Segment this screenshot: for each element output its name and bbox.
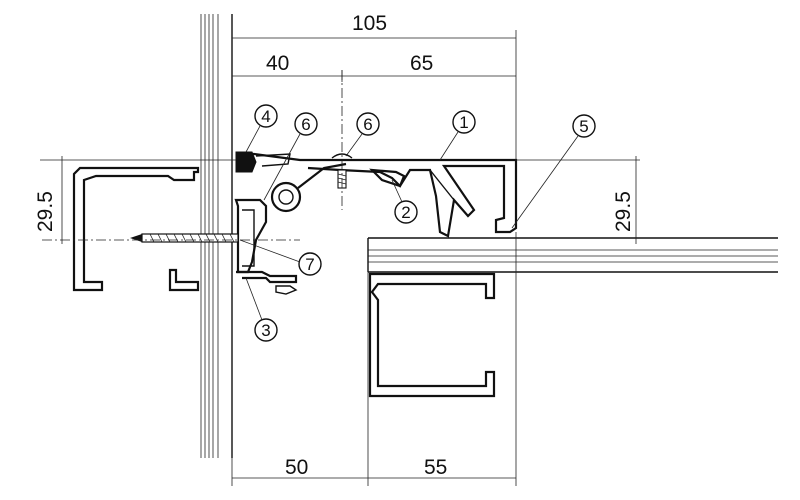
callout-1: 1 [439,110,476,161]
dim-top-right: 65 [410,52,433,75]
callout-1-label: 1 [459,113,468,132]
callout-5: 5 [511,114,596,229]
center-lines [42,70,343,241]
callout-6a-label: 6 [301,115,310,134]
callout-2-label: 2 [401,203,410,222]
callout-3: 3 [245,277,278,342]
dim-right-vertical: 29.5 [612,191,635,232]
dim-bottom-left: 50 [285,456,308,479]
callout-7-label: 7 [305,255,314,274]
callout-7: 7 [239,239,322,276]
dim-top-left: 40 [266,52,289,75]
part-2-clip [369,168,406,188]
dim-top-total: 105 [352,12,387,35]
callout-4: 4 [245,104,278,153]
callout-6a: 6 [263,112,318,201]
left-c-channel [72,166,200,292]
top-cap-profile [236,152,518,238]
hinge-knuckle [270,162,347,213]
callout-4-label: 4 [261,107,270,126]
dimension-lines [40,30,640,486]
callout-3-label: 3 [261,321,270,340]
dim-bottom-right: 55 [424,456,447,479]
callout-6b-label: 6 [363,115,372,134]
screw [130,233,239,243]
callout-2: 2 [391,179,418,224]
callout-5-label: 5 [579,117,588,136]
right-c-channel [368,272,496,398]
dim-left-vertical: 29.5 [34,191,57,232]
part-3-bracket [234,198,298,295]
callout-6b: 6 [345,112,380,157]
part-4-wedge [235,151,291,173]
horizontal-panel [367,237,778,273]
